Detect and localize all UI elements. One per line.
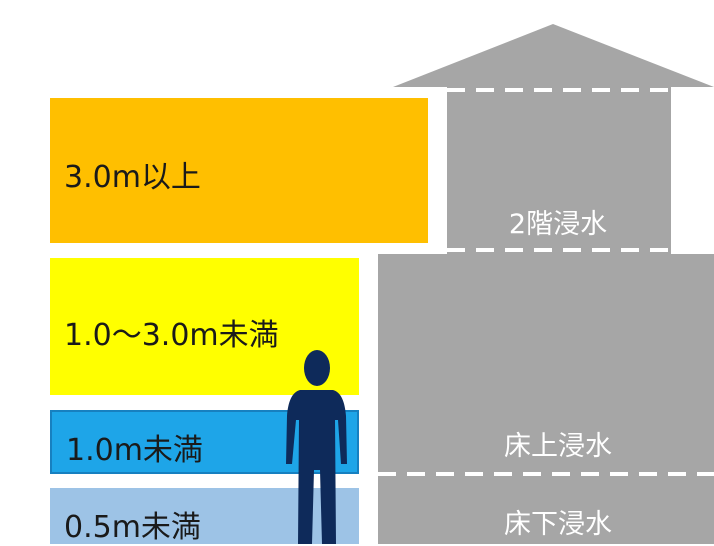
house-roof <box>393 24 714 87</box>
label-above-floor-flooding: 床上浸水 <box>504 431 612 462</box>
depth-label-over-3m: 3.0m以上 <box>64 160 201 195</box>
house-first-floor <box>378 254 714 544</box>
depth-label-under-05m: 0.5m未満 <box>64 510 201 545</box>
label-second-floor-flooding: 2階浸水 <box>508 209 608 240</box>
label-below-floor-flooding: 床下浸水 <box>504 509 612 540</box>
person-silhouette-icon <box>286 350 347 544</box>
depth-label-under-1m: 1.0m未満 <box>66 433 203 468</box>
depth-label-1-to-3m: 1.0〜3.0m未満 <box>64 318 279 353</box>
depth-band-over-3m: 3.0m以上 <box>50 98 428 243</box>
house-second-floor <box>447 87 671 254</box>
